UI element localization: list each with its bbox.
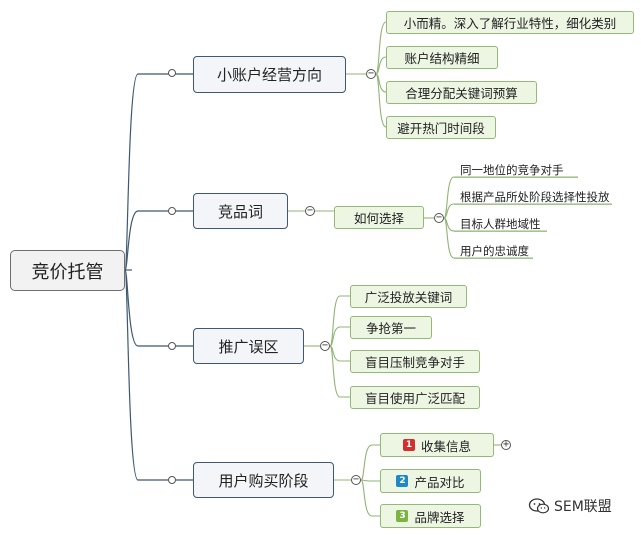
leaf-pitfall-4[interactable]: 盲目使用广泛匹配 — [350, 386, 480, 409]
collapse-toggle-icon[interactable]: − — [351, 474, 361, 485]
leaf-label: 账户结构精细 — [404, 51, 480, 66]
collapse-toggle-icon[interactable]: − — [305, 205, 315, 216]
number-badge-2-icon: 2 — [396, 475, 409, 487]
collapse-toggle-icon[interactable]: − — [320, 340, 330, 351]
leaf-label: 根据产品所处阶段选择性投放 — [460, 189, 610, 204]
branch-node-competitor-words[interactable]: 竞品词 — [193, 193, 288, 229]
wechat-icon — [528, 498, 550, 514]
leaf-small-account-1[interactable]: 小而精。深入了解行业特性，细化类别 — [386, 11, 634, 34]
leaf-stage-3[interactable]: 3 品牌选择 — [380, 504, 481, 528]
branch-label: 小账户经营方向 — [216, 66, 322, 84]
branch-junction-dot — [168, 476, 176, 484]
leaf-stage-2[interactable]: 2 产品对比 — [380, 469, 481, 493]
leaf-label: 目标人群地域性 — [460, 216, 541, 231]
leaf-label: 用户的忠诚度 — [460, 243, 529, 258]
expand-toggle-icon[interactable]: + — [501, 439, 511, 450]
leaf-small-account-2[interactable]: 账户结构精细 — [386, 46, 498, 69]
leaf-label: 收集信息 — [420, 438, 471, 454]
leaf-label: 小而精。深入了解行业特性，细化类别 — [403, 16, 617, 31]
collapse-toggle-icon[interactable]: − — [366, 68, 376, 79]
leaf-competitor-2[interactable]: 根据产品所处阶段选择性投放 — [454, 189, 612, 205]
leaf-pitfall-3[interactable]: 盲目压制竞争对手 — [350, 350, 480, 373]
subnode-label: 如何选择 — [353, 211, 404, 226]
leaf-pitfall-2[interactable]: 争抢第一 — [350, 316, 432, 339]
leaf-stage-1[interactable]: 1 收集信息 — [380, 433, 494, 457]
watermark-label: SEM联盟 — [554, 499, 612, 515]
leaf-label: 争抢第一 — [365, 321, 416, 336]
branch-junction-dot — [168, 207, 176, 215]
root-label: 竞价托管 — [31, 261, 104, 283]
collapse-toggle-icon[interactable]: − — [434, 212, 444, 223]
branch-node-purchase-stages[interactable]: 用户购买阶段 — [193, 462, 334, 498]
leaf-label: 避开热门时间段 — [397, 121, 485, 136]
leaf-small-account-3[interactable]: 合理分配关键词预算 — [386, 81, 537, 104]
branch-junction-dot — [168, 69, 176, 77]
leaf-competitor-4[interactable]: 用户的忠诚度 — [454, 243, 533, 259]
branch-label: 用户购买阶段 — [218, 471, 309, 490]
branch-node-promotion-pitfalls[interactable]: 推广误区 — [193, 328, 304, 364]
subnode-how-to-choose[interactable]: 如何选择 — [334, 206, 424, 229]
branch-label: 竞品词 — [217, 202, 263, 221]
number-badge-3-icon: 3 — [396, 510, 409, 522]
root-node[interactable]: 竞价托管 — [10, 250, 125, 291]
leaf-label: 产品对比 — [414, 474, 465, 490]
watermark: SEM联盟 — [528, 496, 612, 516]
branch-node-small-account[interactable]: 小账户经营方向 — [193, 56, 346, 93]
leaf-small-account-4[interactable]: 避开热门时间段 — [386, 116, 496, 139]
leaf-label: 同一地位的竞争对手 — [460, 162, 564, 177]
number-badge-1-icon: 1 — [402, 439, 415, 451]
leaf-label: 广泛投放关键词 — [364, 290, 453, 305]
leaf-competitor-1[interactable]: 同一地位的竞争对手 — [454, 162, 578, 178]
branch-junction-dot — [168, 342, 176, 350]
leaf-competitor-3[interactable]: 目标人群地域性 — [454, 216, 547, 232]
leaf-label: 合理分配关键词预算 — [405, 86, 518, 101]
leaf-label: 品牌选择 — [414, 509, 465, 525]
leaf-label: 盲目使用广泛匹配 — [364, 391, 465, 406]
leaf-label: 盲目压制竞争对手 — [364, 355, 465, 370]
leaf-pitfall-1[interactable]: 广泛投放关键词 — [350, 285, 467, 308]
branch-label: 推广误区 — [218, 337, 279, 356]
